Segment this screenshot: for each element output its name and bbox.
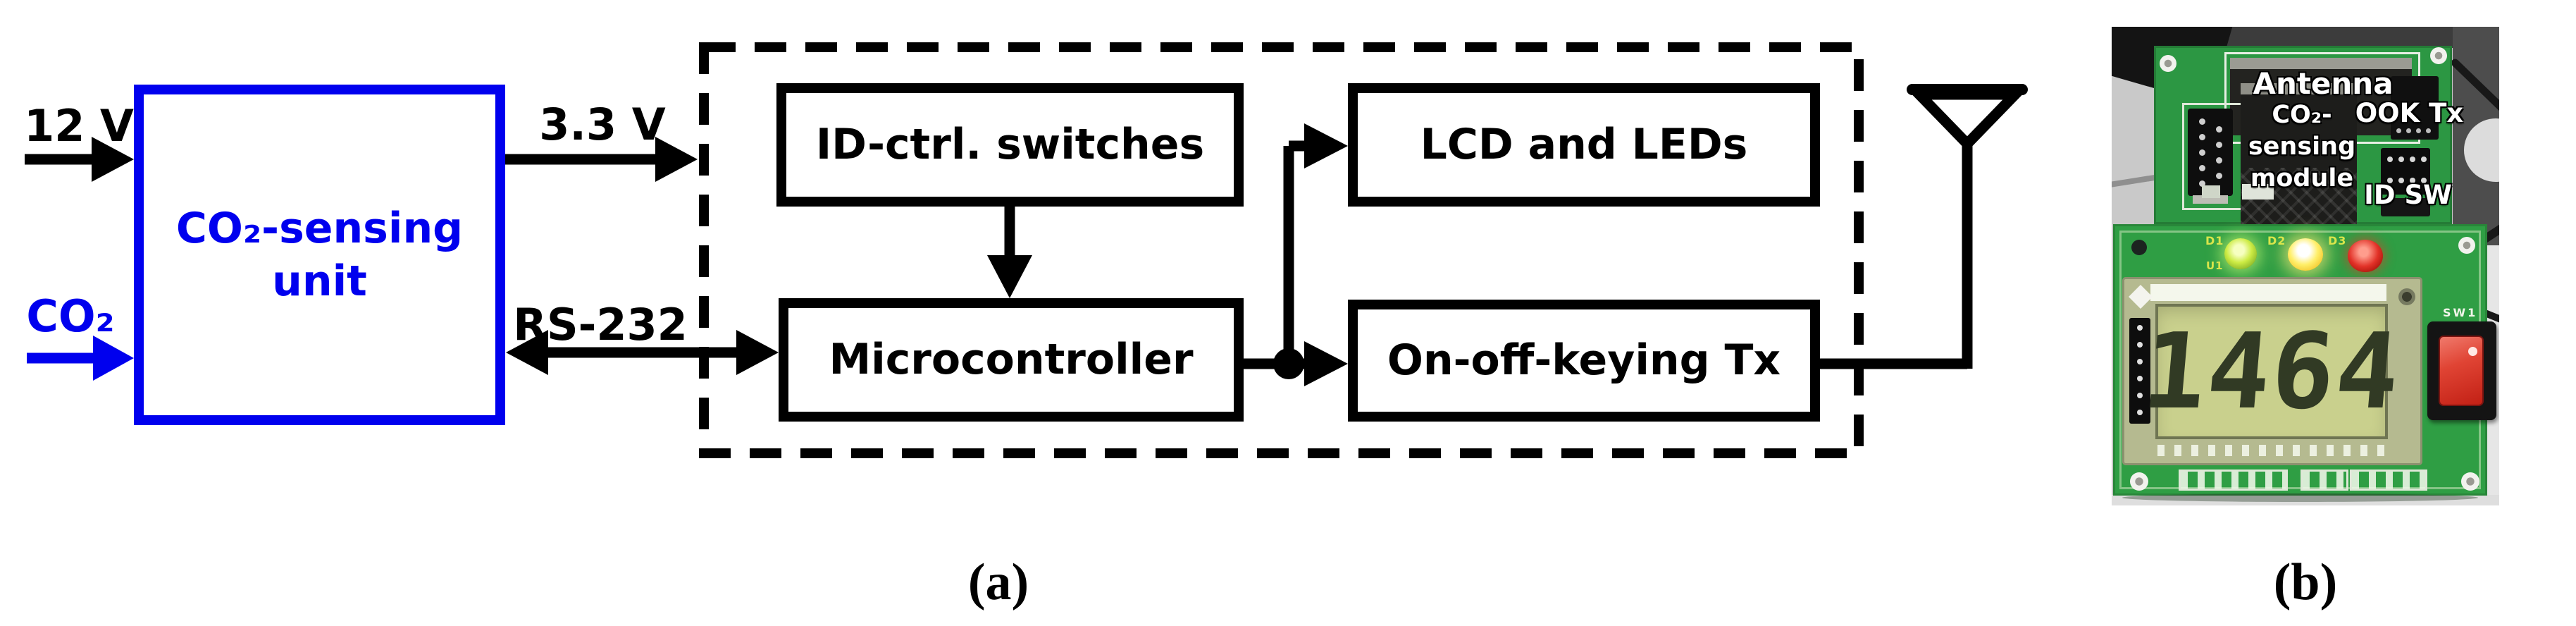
led-d1	[2224, 238, 2257, 269]
silk-d3: D3	[2328, 234, 2347, 247]
photo-bg-left-line	[2112, 174, 2157, 188]
silk-d2: D2	[2267, 234, 2286, 247]
bottom-silk-rect-1	[2179, 470, 2288, 491]
idc-pins	[2199, 118, 2205, 125]
lcd-pin-header-dots	[2137, 325, 2143, 331]
photo-label-ook-tx: OOK Tx	[2355, 98, 2464, 128]
id-sw-dip	[2381, 148, 2430, 195]
photo-label-co2-line2: sensing	[2248, 132, 2356, 161]
id-ctrl-switches-label: ID-ctrl. switches	[815, 119, 1205, 169]
label-33v: 3.3 V	[539, 99, 666, 150]
lcd-screen: 1464	[2138, 304, 2405, 439]
caption-a: (a)	[967, 553, 1029, 611]
arrow-rs232-head-left	[506, 330, 548, 375]
lcd-reading: 1464	[2138, 311, 2405, 432]
photo-label-co2-line1: CO₂-	[2272, 101, 2332, 129]
bottom-silk-rect-3	[2350, 470, 2427, 491]
co2-sensing-unit-label-line1: CO₂-sensing	[175, 203, 464, 253]
co2-sensing-unit-label-line2: unit	[272, 256, 367, 306]
bottom-silk-rect-2	[2301, 470, 2348, 491]
photo-label-co2-line3: module	[2250, 164, 2354, 192]
lcd-pad-row	[2157, 445, 2390, 456]
ook-tx-box: On-off-keying Tx	[1348, 300, 1820, 422]
microcontroller-box: Microcontroller	[779, 298, 1244, 422]
ook-module	[2391, 76, 2439, 140]
lower-pcb-screw-bottomright	[2461, 472, 2479, 491]
lower-pcb-screw-topright	[2458, 237, 2475, 254]
id-ctrl-switches-box: ID-ctrl. switches	[776, 83, 1244, 207]
arrow-id-to-micro-head	[987, 255, 1032, 298]
power-switch-bezel	[2427, 321, 2496, 420]
power-switch-dot	[2468, 347, 2477, 356]
co2-module	[2241, 83, 2357, 224]
photo-label-antenna: Antenna	[2253, 66, 2394, 101]
dashed-boundary	[699, 42, 1864, 458]
lcd-pin-header	[2129, 318, 2150, 424]
label-co2: CO₂	[26, 290, 115, 342]
arrow-12v-head	[92, 137, 134, 182]
arrow-co2-head	[93, 336, 134, 381]
upper-pcb-part-1	[2202, 185, 2220, 198]
lcd-screw-diamond	[2129, 285, 2153, 309]
photo-bg-desk	[2112, 495, 2499, 505]
led-d3	[2348, 240, 2383, 272]
co2-sensing-unit-box: CO₂-sensing unit	[134, 85, 505, 425]
board-shadow	[2122, 493, 2478, 502]
label-rs232: RS-232	[513, 299, 688, 350]
lower-pcb: 1464	[2113, 224, 2487, 496]
lcd-top-reflection	[2150, 284, 2386, 301]
photo-label-co2-module: CO₂- sensing module	[2231, 99, 2372, 194]
silk-d1: D1	[2205, 234, 2224, 247]
id-sw-dip-dots	[2387, 156, 2393, 162]
silk-sw1: SW1	[2443, 306, 2478, 319]
silk-u1: U1	[2206, 259, 2224, 272]
photo-label-id-sw: ID SW	[2364, 180, 2452, 210]
hardware-photo: 1464 D1 D2 D3 U1 SW1 Antenna OOK Tx	[2112, 27, 2499, 505]
upper-pcb	[2154, 46, 2452, 224]
lcd-leds-label: LCD and LEDs	[1420, 119, 1748, 169]
antenna-triangle	[1907, 89, 2028, 152]
upper-pcb-part-2	[2242, 184, 2274, 200]
arrow-junction-to-ook-head	[1304, 341, 1348, 386]
lower-pcb-screw-bottomleft	[2130, 472, 2148, 491]
caption-b: (b)	[2273, 553, 2338, 611]
arrow-to-lcd-head	[1304, 123, 1348, 168]
lcd-screw-dark	[2398, 288, 2415, 305]
arrow-rs232-head-right	[736, 330, 779, 375]
ook-module-pins	[2396, 128, 2401, 133]
lcd-leds-box: LCD and LEDs	[1348, 83, 1820, 207]
lcd-module: 1464	[2122, 277, 2422, 465]
label-12v: 12 V	[24, 100, 134, 152]
lower-pcb-hole-topleft	[2131, 240, 2147, 255]
arrow-33v-head	[655, 137, 698, 182]
power-switch-cap	[2439, 336, 2484, 406]
led-d2	[2288, 238, 2323, 271]
microcontroller-label: Microcontroller	[829, 334, 1194, 384]
ook-tx-label: On-off-keying Tx	[1387, 335, 1781, 385]
upper-pcb-screw-left	[2160, 55, 2176, 72]
upper-pcb-screw-right	[2430, 47, 2447, 64]
idc-connector	[2188, 109, 2233, 196]
id-sw-dip2	[2381, 198, 2430, 216]
